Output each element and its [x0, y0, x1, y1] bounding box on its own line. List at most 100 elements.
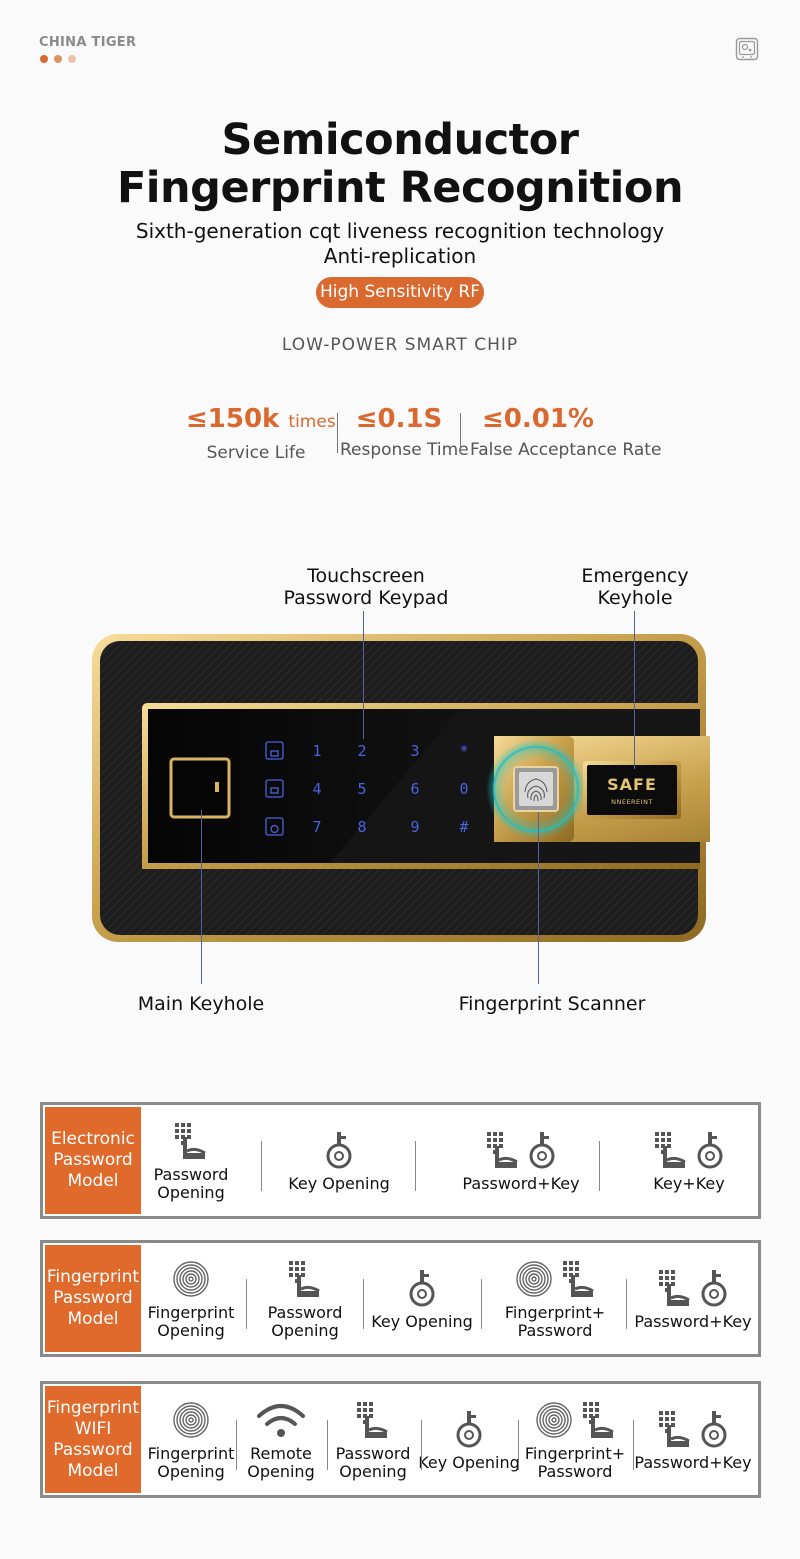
option-divider [626, 1279, 627, 1329]
option-label: Key+Key [653, 1173, 725, 1193]
option-icons [657, 1408, 729, 1450]
callout-line [201, 810, 202, 984]
model-name-line: Password [53, 1150, 133, 1170]
keypad-icon [289, 1260, 320, 1297]
callout-line [363, 611, 364, 739]
wifi-icon [257, 1403, 305, 1437]
option-divider [246, 1279, 247, 1329]
fingerprint-icon [524, 778, 548, 802]
option-icons [255, 1399, 307, 1441]
safe-plate-text: SAFE [607, 775, 657, 794]
option-icons [324, 1129, 354, 1171]
option-icons [454, 1408, 484, 1450]
title-line: Semiconductor [221, 115, 579, 165]
keypad-key[interactable]: 5 [357, 780, 366, 798]
keypad-icon [175, 1122, 206, 1159]
opening-option: Key Opening [399, 1384, 539, 1495]
keypad-icon [487, 1131, 518, 1168]
stat-value: ≤0.1S [355, 404, 443, 434]
option-icons [170, 1258, 212, 1300]
safe-logo-icon [735, 37, 759, 61]
option-divider [599, 1141, 600, 1191]
model-name-line: Fingerprint [46, 1267, 140, 1287]
keypad-icon [357, 1401, 388, 1438]
model-name-line: Electronic [51, 1129, 135, 1149]
brand-dot [40, 55, 48, 63]
option-icons [653, 1129, 725, 1171]
option-icons [355, 1399, 391, 1441]
model-name-line: Model [67, 1460, 119, 1481]
callout-emergency-keyhole: Emergency Keyhole [581, 565, 689, 609]
page-subtitle: Sixth-generation cqt liveness recognitio… [0, 219, 800, 269]
opening-option: Fingerprint+Password [485, 1243, 625, 1354]
option-divider [421, 1420, 422, 1470]
key-icon [529, 1131, 555, 1168]
option-icons [513, 1258, 597, 1300]
stat-label: Response Time [340, 440, 469, 460]
chip-label: LOW-POWER SMART CHIP [281, 335, 519, 355]
key-icon [701, 1410, 727, 1447]
keypad-mode-icons [265, 741, 284, 836]
stat-service-life: ≤150k times Service Life [186, 402, 336, 464]
brand-name: CHINA TIGER [39, 35, 137, 50]
option-divider [327, 1420, 328, 1470]
safe-plate-subtext: NNEEREINT [611, 798, 653, 806]
fingerprint-icon [173, 1260, 209, 1297]
keypad-key[interactable]: 8 [357, 818, 366, 836]
key-icon [701, 1269, 727, 1306]
keypad-keys: 1 2 3 * 4 5 6 0 7 8 9 # [312, 742, 468, 836]
opening-option: Password+Key [451, 1105, 591, 1216]
option-label: Password+Key [634, 1311, 752, 1331]
subtitle-line: Anti-replication [323, 244, 477, 268]
keypad-key[interactable]: 2 [357, 742, 366, 760]
option-label: Key Opening [371, 1311, 473, 1331]
stat-response-time: ≤0.1S Response Time [340, 402, 469, 461]
option-divider [633, 1420, 634, 1470]
keypad-icon [583, 1401, 614, 1438]
stat-false-acceptance: ≤0.01% False Acceptance Rate [470, 402, 662, 461]
keypad-key[interactable]: 6 [410, 780, 419, 798]
subtitle-line: Sixth-generation cqt liveness recognitio… [135, 219, 665, 243]
brand-dot [68, 55, 76, 63]
callout-line [634, 611, 635, 769]
stat-label: False Acceptance Rate [470, 440, 662, 460]
keypad-key[interactable]: 1 [312, 742, 321, 760]
key-icon [456, 1410, 482, 1447]
brand-dots [40, 55, 76, 63]
emergency-keyhole-cover [587, 765, 677, 815]
keypad-icon [659, 1410, 690, 1447]
stat-unit: times [288, 412, 336, 432]
keypad-key[interactable]: 4 [312, 780, 321, 798]
main-keyhole-icon [169, 757, 231, 819]
keypad-key[interactable]: # [459, 818, 468, 836]
option-divider [481, 1279, 482, 1329]
callout-line [538, 812, 539, 984]
model-name-line: Password [53, 1288, 133, 1308]
option-label: Password+Key [634, 1452, 752, 1472]
fingerprint-icon [536, 1401, 572, 1438]
opening-option: Password+Key [623, 1243, 763, 1354]
safe-control-panel: 1 2 3 * 4 5 6 0 7 8 9 # SAFE NNEEREINT [92, 634, 710, 942]
option-icons [287, 1258, 323, 1300]
stat-value: ≤150k [186, 404, 280, 434]
keypad-key[interactable]: 9 [410, 818, 419, 836]
keypad-key[interactable]: 0 [459, 780, 468, 798]
option-label: Key Opening [288, 1173, 390, 1193]
keypad-key[interactable]: * [459, 742, 468, 760]
fingerprint-icon [516, 1260, 552, 1297]
option-divider [518, 1420, 519, 1470]
keypad-key[interactable]: 7 [312, 818, 321, 836]
keypad-key[interactable]: 3 [410, 742, 419, 760]
stat-value: ≤0.01% [482, 404, 594, 434]
